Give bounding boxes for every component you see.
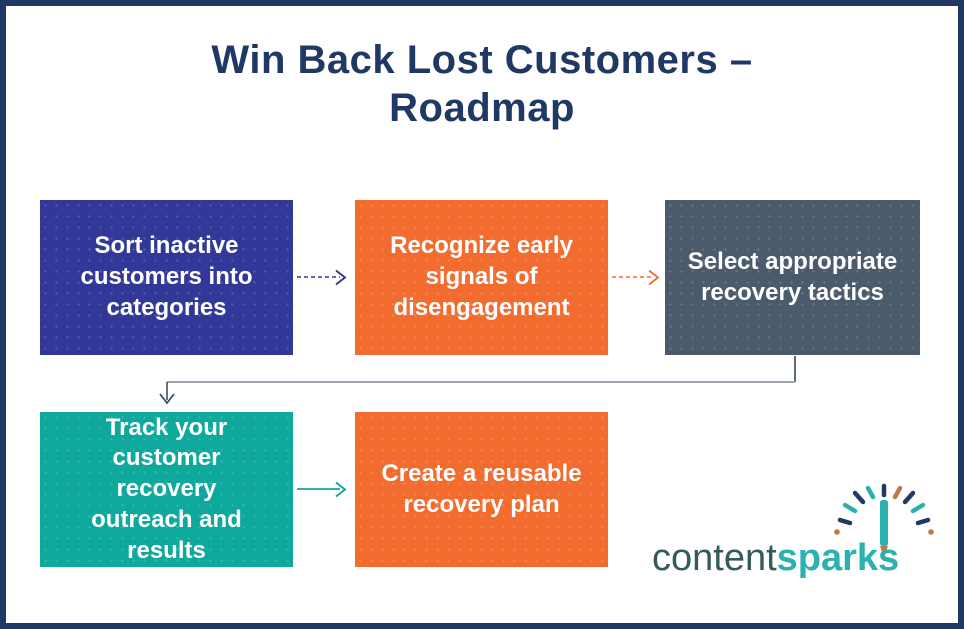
- pencil-icon: [880, 500, 888, 558]
- contentsparks-logo: contentsparks: [652, 483, 936, 580]
- step-box-recognize-early-signals: Recognize early signals of disengagement: [355, 200, 608, 355]
- pencil-spark-burst-icon: [834, 483, 934, 558]
- contentsparks-wordmark: contentsparks: [652, 537, 899, 580]
- step-box-sort-inactive-customers: Sort inactive customers into categories: [40, 200, 293, 355]
- logo-word-sparks: sparks: [776, 537, 900, 579]
- logo-word-content: content: [652, 537, 777, 579]
- step-label: Recognize early signals of disengagement: [390, 232, 573, 321]
- step-box-track-recovery-outreach: Track your customer recovery outreach an…: [40, 412, 293, 567]
- step-box-create-reusable-plan: Create a reusable recovery plan: [355, 412, 608, 567]
- page-title-line2: Roadmap: [389, 86, 575, 130]
- step-label: Sort inactive customers into categories: [80, 232, 253, 321]
- page-title-line1: Win Back Lost Customers –: [211, 38, 753, 82]
- step-label: Create a reusable recovery plan: [381, 459, 582, 518]
- step-label: Track your customer recovery outreach an…: [91, 413, 242, 564]
- step-box-select-recovery-tactics: Select appropriate recovery tactics: [665, 200, 920, 355]
- page-title: Win Back Lost Customers – Roadmap: [0, 36, 964, 132]
- step-label: Select appropriate recovery tactics: [687, 247, 898, 306]
